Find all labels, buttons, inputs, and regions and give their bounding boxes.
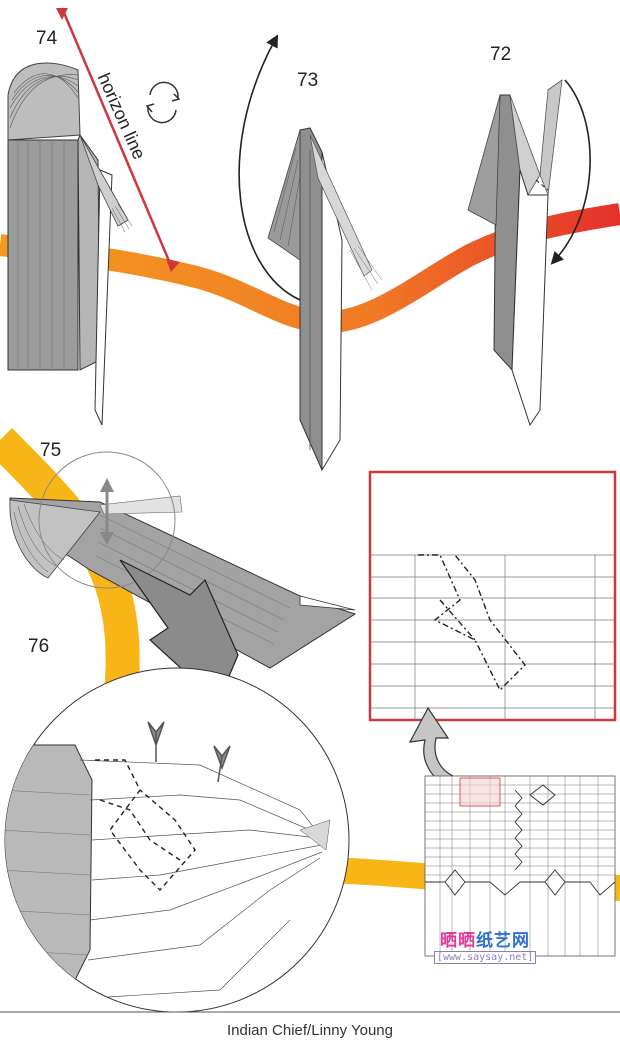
step-number-74: 74 bbox=[36, 28, 58, 49]
watermark-blue-text: 纸艺网 bbox=[476, 931, 530, 951]
horizon-line-arrow bbox=[56, 7, 180, 272]
step-76-detail-circle bbox=[4, 667, 350, 1013]
step-number-76: 76 bbox=[28, 636, 50, 657]
push-arrow-1 bbox=[147, 721, 165, 762]
zoom-arrow-up bbox=[408, 706, 459, 791]
watermark-logo-text: 晒晒纸艺网 bbox=[440, 926, 530, 951]
step-75-model bbox=[9, 451, 357, 669]
step-73-model bbox=[267, 127, 383, 472]
step-number-75: 75 bbox=[40, 440, 62, 461]
step-number-72: 72 bbox=[490, 44, 512, 65]
step-72-rotate-arrow bbox=[550, 79, 591, 265]
step-number-73: 73 bbox=[297, 70, 319, 91]
step-72-model bbox=[467, 79, 563, 427]
watermark-url: [www.saysay.net] bbox=[434, 951, 537, 964]
full-crease-pattern bbox=[424, 775, 616, 957]
push-arrow-2 bbox=[213, 745, 231, 783]
step-73-rotate-arrow bbox=[238, 34, 301, 301]
crease-pattern-zoom-box bbox=[368, 470, 617, 722]
rotate-icon bbox=[145, 81, 181, 124]
footer-credit: Indian Chief/Linny Young bbox=[227, 1022, 393, 1039]
watermark-pink-text: 晒晒 bbox=[440, 931, 476, 951]
step-74-model bbox=[7, 62, 133, 426]
